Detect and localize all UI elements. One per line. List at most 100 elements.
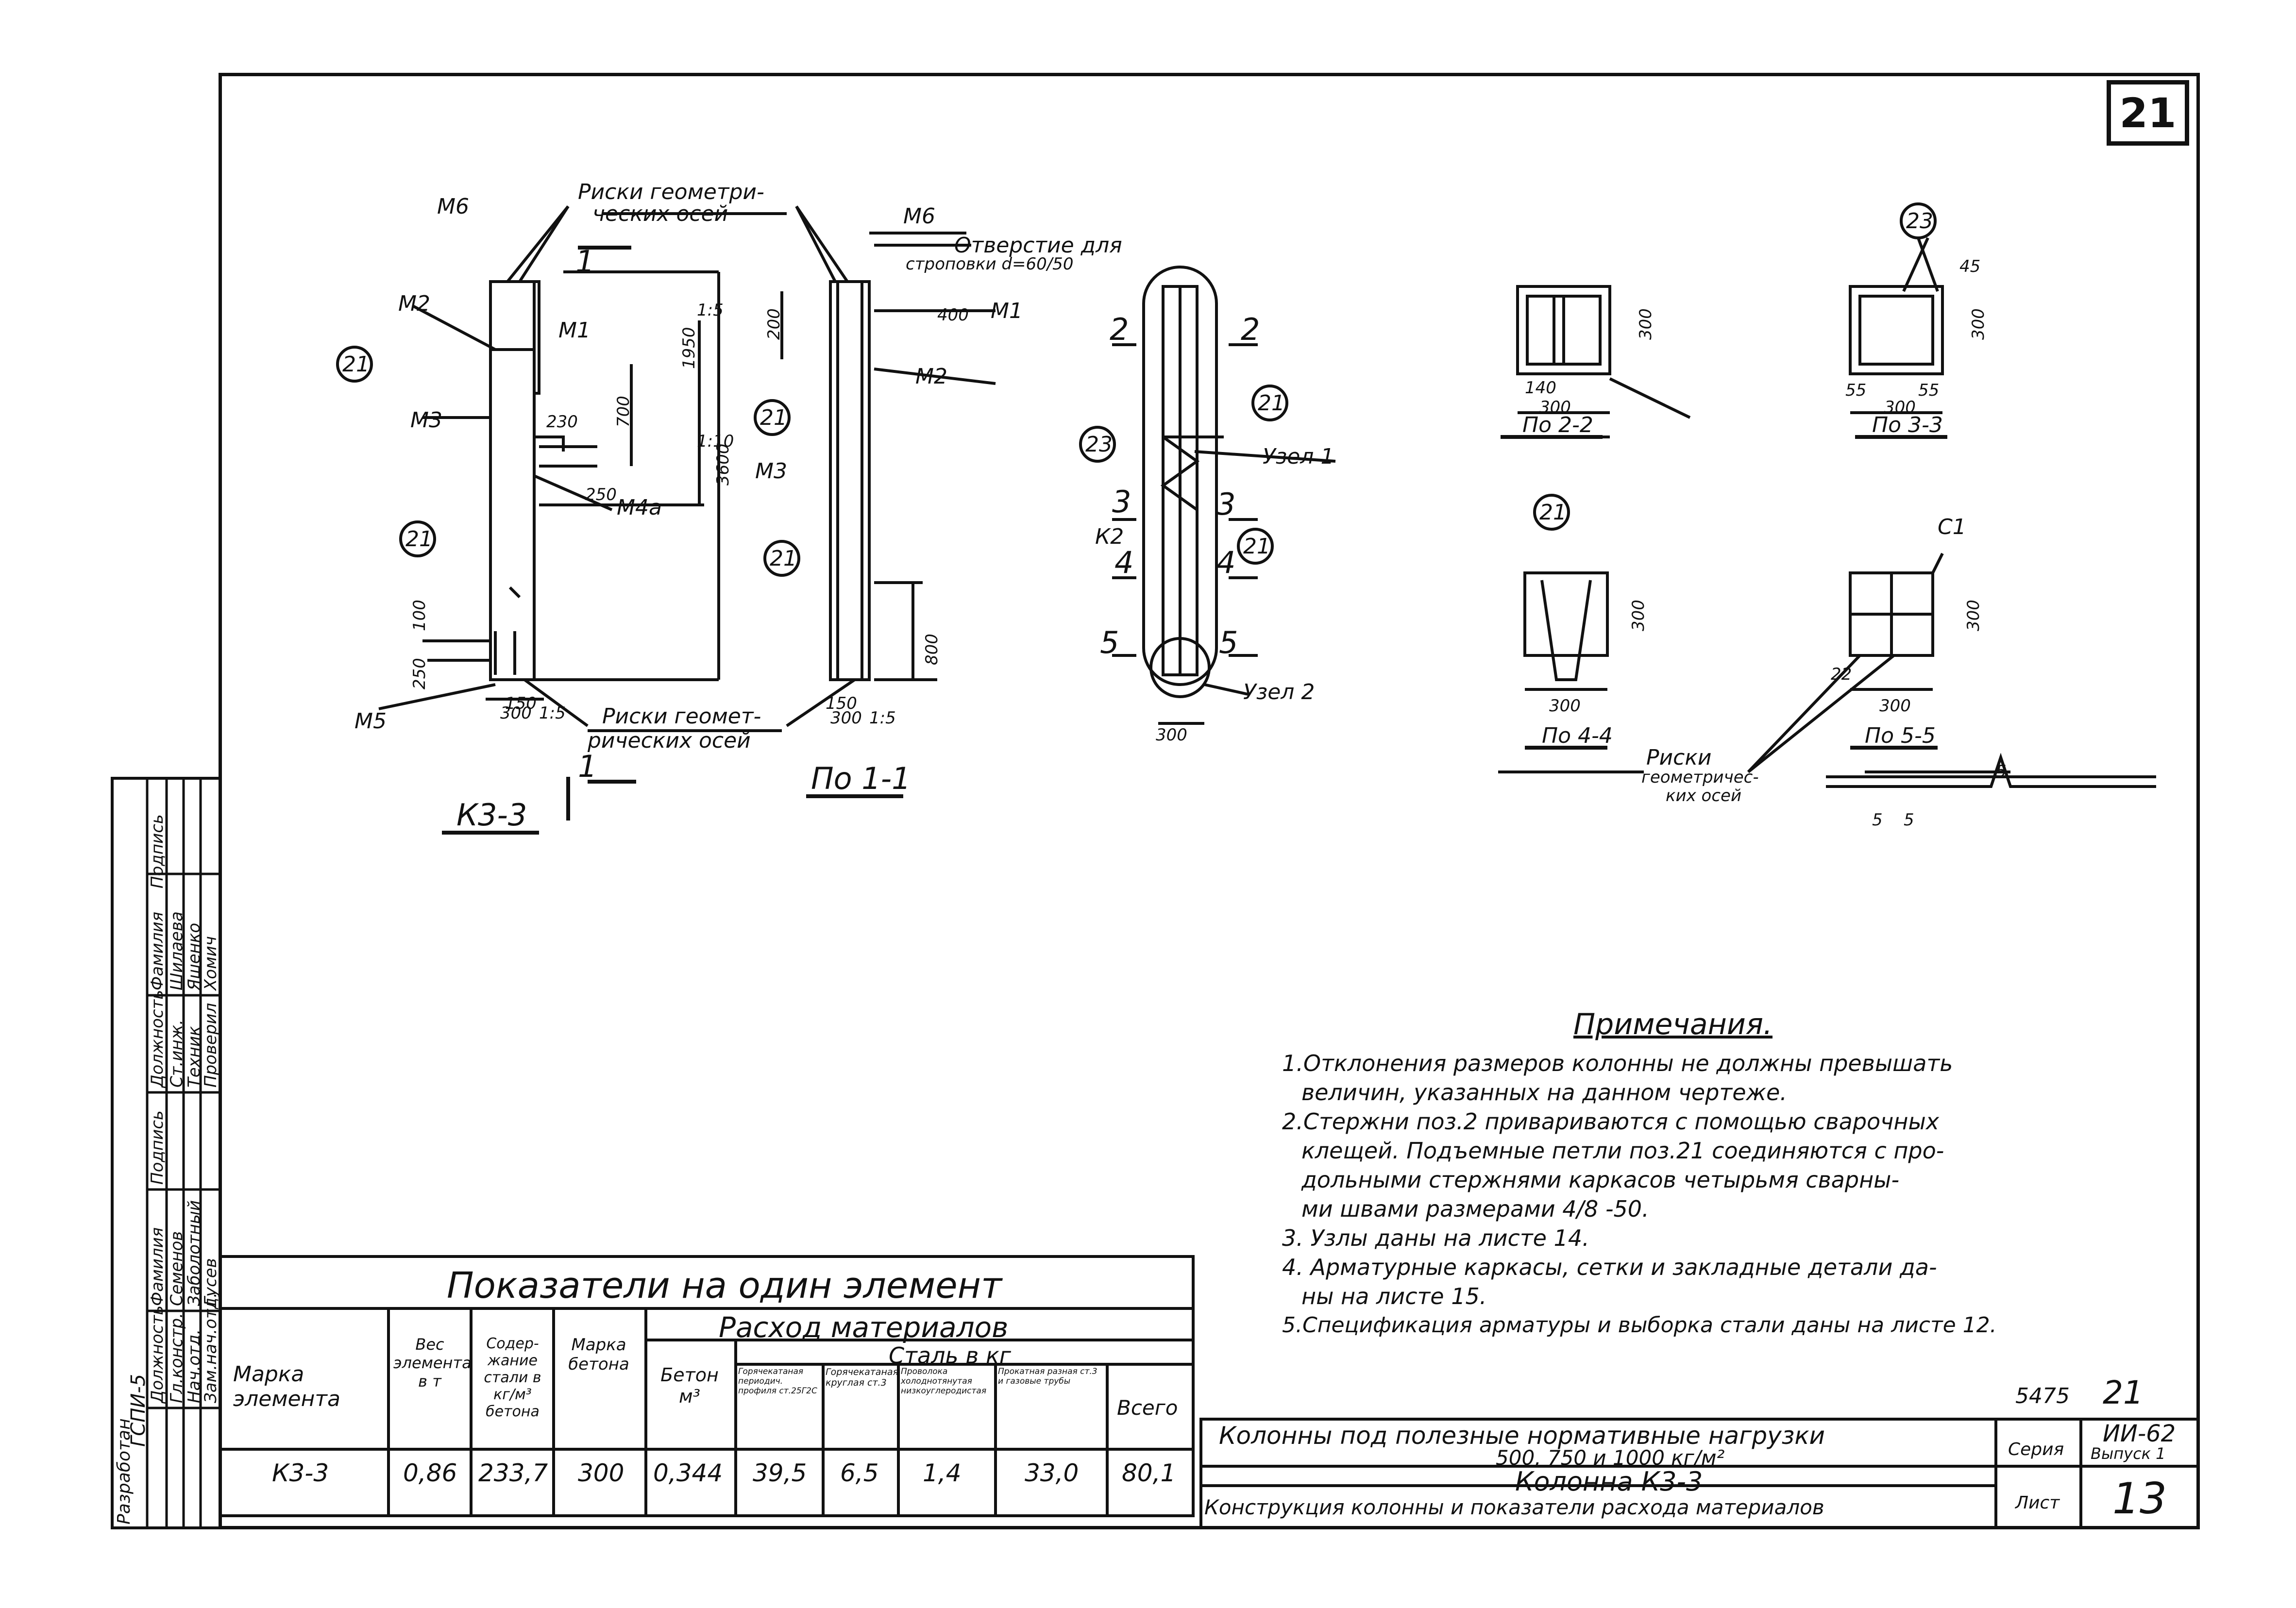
section-1-1: [780, 280, 937, 681]
section-mark-4-left: 4: [1114, 545, 1133, 580]
stamp-cell: Ст.инж.: [167, 1019, 186, 1088]
otverstie-label-2: строповки d=60/50: [906, 254, 1073, 274]
notes-title: Примечания.: [1573, 1007, 1773, 1041]
vypusk-value: Выпуск 1: [2091, 1444, 2166, 1463]
cell-steel-4: 33,0: [1025, 1459, 1079, 1487]
view-2-2-title: По 2-2: [1522, 413, 1593, 437]
stamp-cell: Должность: [148, 1305, 167, 1403]
dim-250: 250: [585, 485, 617, 504]
stamp-cell: Зам.нач.отд.: [201, 1292, 220, 1403]
steel-type-2-header: Горячекатаная круглая ст.3: [826, 1367, 898, 1388]
beton-header: Бетон м³: [660, 1364, 719, 1407]
sheet-number: 21: [2107, 80, 2189, 146]
m2-label-right: М2: [915, 364, 947, 389]
title-line-4: Конструкция колонны и показатели расхода…: [1204, 1495, 1824, 1519]
soder-header: Содер-жание стали в кг/м³ бетона: [484, 1335, 541, 1420]
view-1-1-title: По 1-1: [811, 761, 911, 796]
ves-header: Вес элемента в т: [393, 1335, 472, 1390]
note-line: дольными стержнями каркасов четырьмя сва…: [1301, 1167, 1900, 1193]
section-mark-4-right: 4: [1216, 545, 1235, 580]
view-k3-3-title: К3-3: [456, 797, 527, 833]
title-block: Колонны под полезные нормативные нагрузк…: [1199, 1418, 2200, 1529]
dim-5-c: 5: [1996, 762, 2007, 781]
dim-1-5-box: 1:5: [697, 301, 724, 320]
m4a-label: М4а: [617, 495, 662, 520]
uzel2-label: Узел 2: [1243, 680, 1315, 704]
section-mark-5-left: 5: [1100, 625, 1119, 660]
title-line-2: 500, 750 и 1000 кг/м²: [1496, 1446, 1725, 1470]
section-mark-2-left: 2: [1110, 312, 1129, 347]
view-3-3-title: По 3-3: [1872, 413, 1943, 437]
list-value: 13: [2112, 1474, 2167, 1524]
indicators-table: Показатели на один элемент Расход матери…: [219, 1255, 1195, 1517]
dim-300-11: 300: [830, 708, 862, 728]
stamp-cell: Хомич: [201, 936, 220, 990]
risk-bottom-label-2: рических осей: [587, 728, 751, 753]
dim-3600: 3600: [713, 443, 733, 486]
stamp-cell: Должность: [148, 989, 167, 1088]
stamp-cell: Подпись: [148, 1110, 167, 1185]
dim-150-11: 150: [826, 694, 857, 713]
otverstie-label: Отверстие для: [954, 233, 1122, 258]
notes-block: Примечания. 1.Отклонения размеров колонн…: [1282, 1010, 2205, 1340]
list-label: Лист: [2015, 1493, 2060, 1513]
pos-21-f: 21: [1243, 534, 1270, 559]
pos-21-e: 21: [1258, 391, 1285, 416]
stamp-cell: Гусев: [201, 1258, 220, 1306]
m3-label-right: М3: [755, 459, 787, 484]
cell-steel-2: 6,5: [840, 1459, 879, 1487]
cell-steel-1: 39,5: [753, 1459, 807, 1487]
pos-21-d: 21: [770, 546, 797, 571]
risk-right-label-3: ких осей: [1666, 786, 1741, 805]
dim-300-33: 300: [1884, 398, 1916, 417]
view-5-5-title: По 5-5: [1865, 723, 1936, 748]
section-mark-3-right: 3: [1216, 486, 1235, 522]
pos-21-c: 21: [760, 405, 787, 430]
seria-label: Серия: [2008, 1440, 2064, 1459]
dim-300-55: 300: [1879, 696, 1911, 716]
section-mark-3-left: 3: [1112, 484, 1131, 519]
risk-right-label: Риски: [1646, 745, 1712, 770]
note-line: 2.Стержни поз.2 привариваются с помощью …: [1282, 1108, 1939, 1135]
view-4-4-title: По 4-4: [1542, 723, 1613, 748]
pos-21-b: 21: [405, 527, 433, 552]
stamp-cell: Гл.констр.: [167, 1313, 186, 1403]
dim-300-22v: 300: [1636, 308, 1655, 340]
stamp-cell: Проверил: [201, 1003, 220, 1088]
pos-21-a: 21: [342, 352, 370, 377]
column-elevation: [422, 270, 720, 701]
dim-400: 400: [937, 305, 969, 325]
drawing-code-sheet: 21: [2103, 1374, 2144, 1411]
dim-1-10-box: 1:10: [697, 432, 734, 451]
note-line: клещей. Подъемные петли поз.21 соединяют…: [1301, 1138, 1944, 1164]
vsego-header: Всего: [1117, 1396, 1178, 1420]
note-line: 4. Арматурные каркасы, сетки и закладные…: [1282, 1254, 1937, 1280]
section-mark-5-right: 5: [1219, 625, 1238, 660]
dim-300-22: 300: [1539, 398, 1571, 417]
cell-marka: К3-3: [272, 1459, 329, 1487]
dim-1-5-11: 1:5: [869, 708, 896, 728]
stamp-cell: Семенов: [167, 1231, 186, 1306]
uzel1-label: Узел 1: [1263, 444, 1334, 469]
cell-soder: 233,7: [478, 1459, 548, 1487]
dim-55-33a: 55: [1845, 381, 1866, 400]
note-line: 3. Узлы даны на листе 14.: [1282, 1225, 1589, 1251]
cell-marka-betona: 300: [578, 1459, 625, 1487]
m1-label-left: М1: [558, 318, 591, 343]
dim-230: 230: [546, 412, 578, 432]
k2-label: К2: [1095, 524, 1124, 549]
dim-300-55v: 300: [1964, 600, 1983, 631]
indicators-title: Показатели на один элемент: [447, 1265, 1002, 1306]
cell-ves: 0,86: [403, 1459, 457, 1487]
steel-type-4-header: Прокатная разная ст.3 и газовые трубы: [998, 1367, 1097, 1386]
m3-label-left: М3: [410, 408, 442, 433]
title-line-1: Колонны под полезные нормативные нагрузк…: [1219, 1422, 1825, 1450]
marka-header: Марка элемента: [233, 1362, 340, 1411]
rashod-header: Расход материалов: [719, 1311, 1009, 1344]
note-line: ми швами размерами 4/8 -50.: [1301, 1196, 1649, 1222]
risk-right-label-2: геометричес-: [1641, 768, 1759, 787]
dim-300-k33: 300: [500, 704, 532, 723]
side-stamp-grid: [146, 777, 222, 1529]
dim-300-44v: 300: [1629, 600, 1648, 631]
